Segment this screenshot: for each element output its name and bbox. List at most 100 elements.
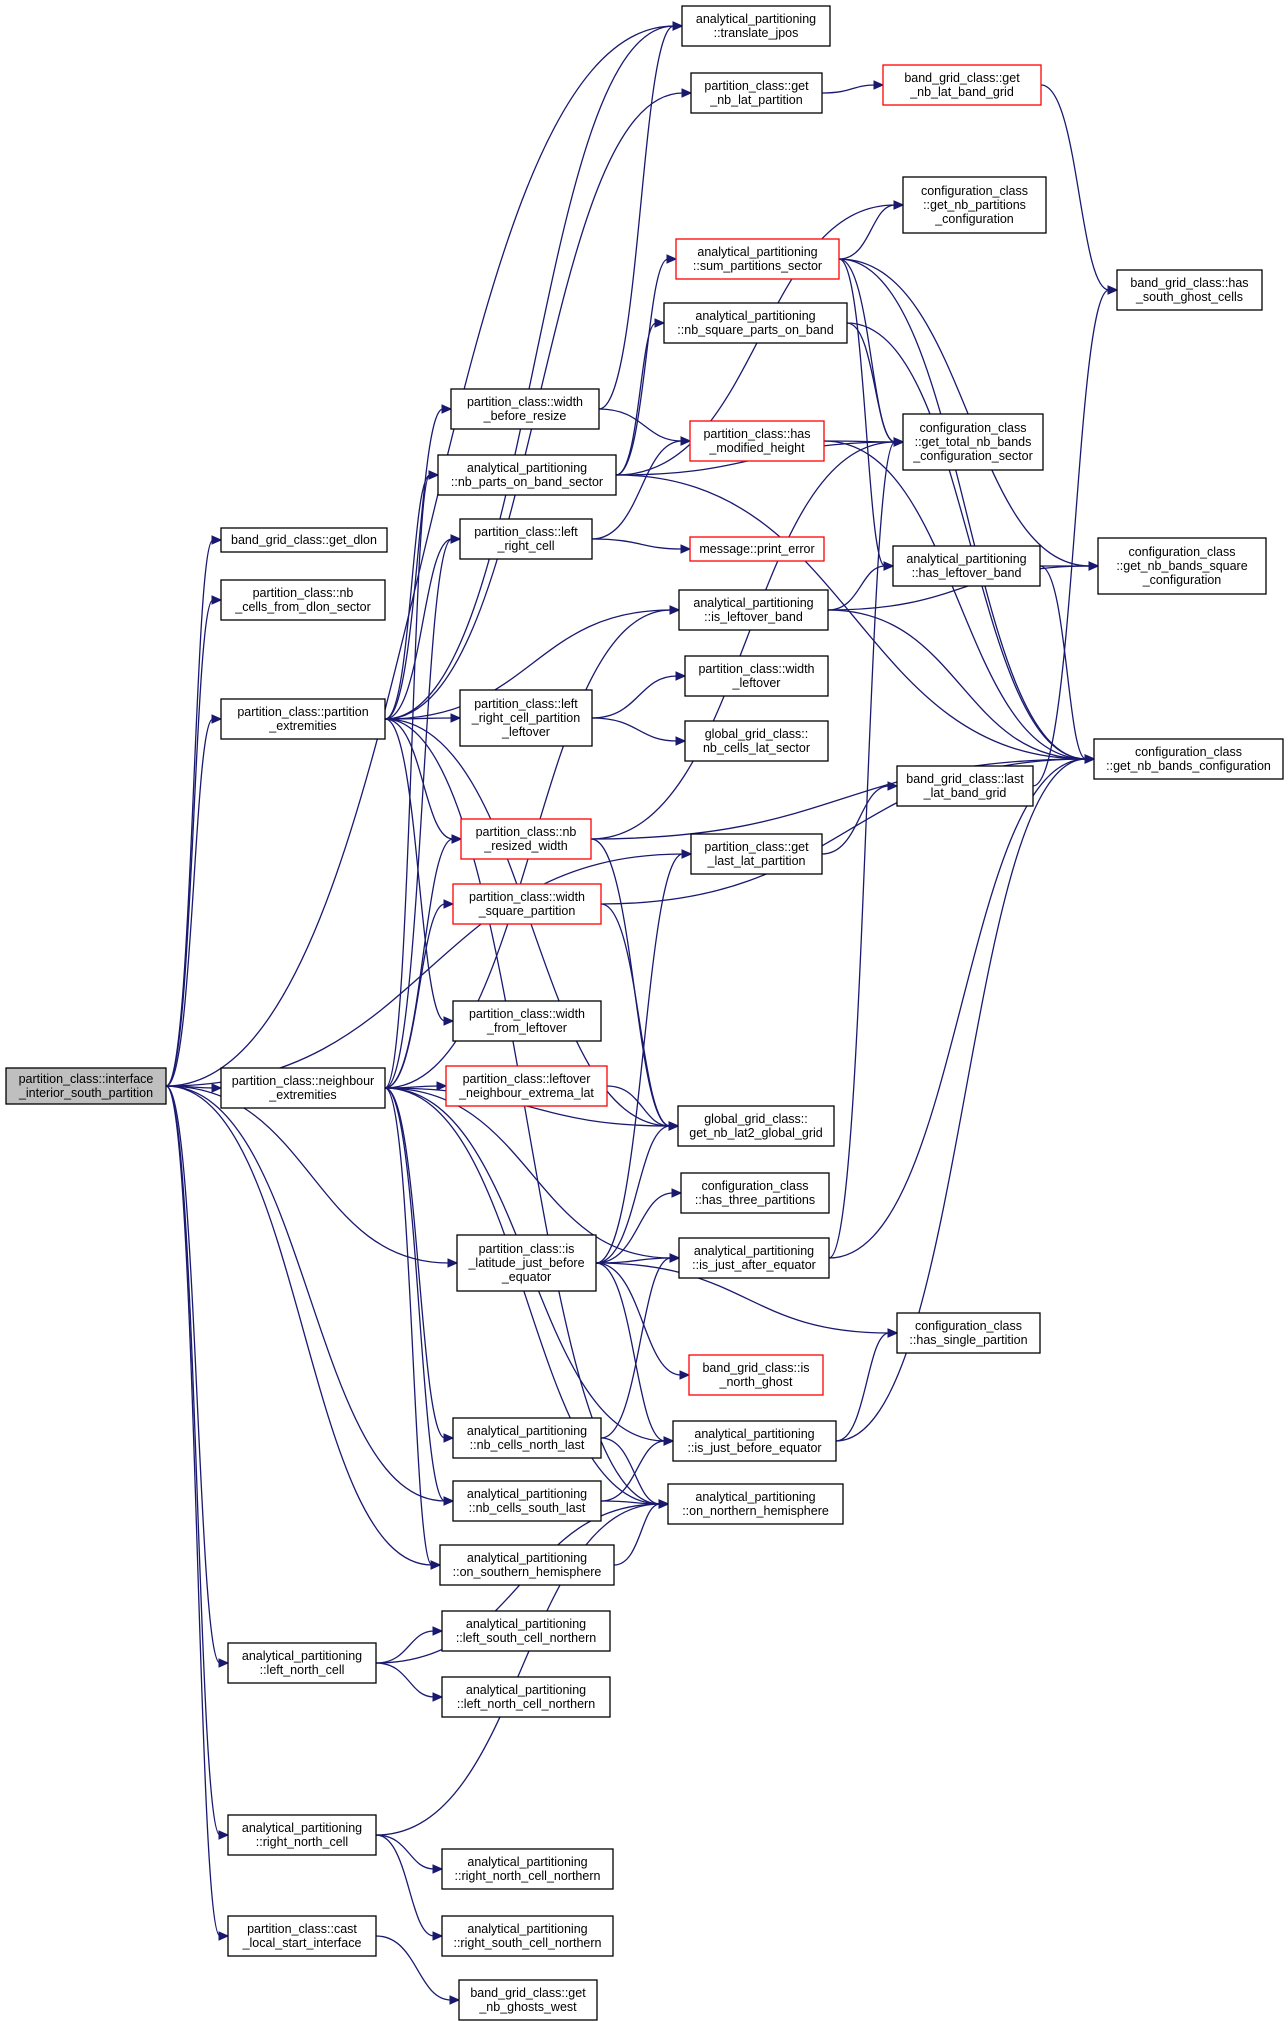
call-edge bbox=[591, 675, 678, 719]
node-left-south-cell-northern[interactable]: analytical_partitioning::left_south_cell… bbox=[441, 1610, 611, 1652]
node-width-leftover[interactable]: partition_class::width_leftover bbox=[684, 655, 829, 697]
node-box bbox=[220, 527, 388, 553]
call-edge bbox=[384, 474, 431, 720]
arrow-head bbox=[658, 1499, 670, 1509]
node-get-last-lat-partition[interactable]: partition_class::get_last_lat_partition bbox=[690, 833, 823, 875]
node-get-dlon[interactable]: band_grid_class::get_dlon bbox=[220, 527, 388, 553]
node-get-nb-bands-configuration[interactable]: configuration_class::get_nb_bands_config… bbox=[1093, 738, 1284, 780]
node-box bbox=[227, 1642, 377, 1684]
node-left-north-cell-northern[interactable]: analytical_partitioning::left_north_cell… bbox=[441, 1676, 611, 1718]
node-label: _leftover bbox=[501, 725, 550, 739]
node-width-square-partition[interactable]: partition_class::width_square_partition bbox=[452, 883, 602, 925]
node-box bbox=[902, 413, 1044, 471]
node-get-nb-ghosts-west[interactable]: band_grid_class::get_nb_ghosts_west bbox=[458, 1979, 598, 2021]
node-last-lat-band-grid[interactable]: band_grid_class::last_lat_band_grid bbox=[896, 765, 1034, 807]
node-get-total-nb-bands[interactable]: configuration_class::get_total_nb_bands_… bbox=[902, 413, 1044, 471]
call-edge bbox=[595, 853, 684, 1264]
arrow-head bbox=[883, 561, 895, 571]
node-nb-cells-from-dlon-sector[interactable]: partition_class::nb_cells_from_dlon_sect… bbox=[220, 579, 386, 621]
node-neighbour-extremities[interactable]: partition_class::neighbour_extremities bbox=[220, 1067, 386, 1109]
node-root[interactable]: partition_class::interface_interior_sout… bbox=[5, 1067, 167, 1105]
node-nb-square-parts-on-band[interactable]: analytical_partitioning::nb_square_parts… bbox=[663, 302, 848, 344]
node-has-leftover-band[interactable]: analytical_partitioning::has_leftover_ba… bbox=[892, 545, 1041, 587]
node-nb-cells-south-last[interactable]: analytical_partitioning::nb_cells_south_… bbox=[452, 1480, 602, 1522]
node-box bbox=[681, 5, 831, 47]
node-is-latitude-just-before-equator[interactable]: partition_class::is_latitude_just_before… bbox=[456, 1234, 597, 1292]
node-right-south-cell-northern[interactable]: analytical_partitioning::right_south_cel… bbox=[441, 1915, 614, 1957]
node-width-before-resize[interactable]: partition_class::width_before_resize bbox=[450, 388, 600, 430]
arrow-head bbox=[672, 21, 684, 31]
call-edge bbox=[606, 1085, 671, 1127]
node-partition-extremities[interactable]: partition_class::partition_extremities bbox=[220, 698, 386, 740]
node-label: global_grid_class:: bbox=[705, 727, 809, 741]
node-get-nb-bands-square[interactable]: configuration_class::get_nb_bands_square… bbox=[1097, 537, 1267, 595]
node-label: partition_class::neighbour bbox=[232, 1074, 374, 1088]
node-left-right-cell[interactable]: partition_class::left_right_cell bbox=[459, 518, 593, 560]
node-nb-cells-lat-sector[interactable]: global_grid_class::nb_cells_lat_sector bbox=[684, 720, 829, 762]
call-edge bbox=[828, 441, 896, 1259]
node-label: analytical_partitioning bbox=[694, 1244, 814, 1258]
call-edge bbox=[821, 785, 890, 855]
node-box bbox=[459, 518, 593, 560]
node-on-southern-hemisphere[interactable]: analytical_partitioning::on_southern_hem… bbox=[439, 1544, 615, 1586]
node-box bbox=[450, 388, 600, 430]
call-edge bbox=[613, 1503, 661, 1566]
call-edge bbox=[384, 408, 444, 720]
node-box bbox=[5, 1067, 167, 1105]
node-label: band_grid_class::is bbox=[702, 1361, 809, 1375]
call-edge bbox=[827, 565, 1091, 611]
node-nb-parts-on-band-sector[interactable]: analytical_partitioning::nb_parts_on_ban… bbox=[437, 454, 617, 496]
node-leftover-neighbour-extrema-lat[interactable]: partition_class::leftover_neighbour_extr… bbox=[445, 1065, 608, 1107]
call-edge bbox=[375, 1834, 435, 1870]
node-label: configuration_class bbox=[1135, 745, 1242, 759]
node-print-error[interactable]: message::print_error bbox=[689, 536, 825, 562]
call-edge bbox=[846, 322, 896, 443]
node-has-modified-height[interactable]: partition_class::has_modified_height bbox=[689, 420, 825, 462]
node-label: analytical_partitioning bbox=[906, 552, 1026, 566]
node-is-north-ghost[interactable]: band_grid_class::is_north_ghost bbox=[688, 1354, 824, 1396]
call-edge bbox=[598, 25, 675, 410]
node-translate-jpos[interactable]: analytical_partitioning::translate_jpos bbox=[681, 5, 831, 47]
node-label: configuration_class bbox=[1128, 545, 1235, 559]
arrow-head bbox=[893, 437, 905, 447]
node-nb-cells-north-last[interactable]: analytical_partitioning::nb_cells_north_… bbox=[452, 1417, 602, 1459]
call-edge bbox=[384, 903, 446, 1089]
node-label: message::print_error bbox=[699, 542, 814, 556]
node-box bbox=[675, 238, 840, 280]
node-label: ::is_just_before_equator bbox=[687, 1441, 821, 1455]
node-is-just-before-equator[interactable]: analytical_partitioning::is_just_before_… bbox=[672, 1420, 837, 1462]
node-is-just-after-equator[interactable]: analytical_partitioning::is_just_after_e… bbox=[678, 1237, 830, 1279]
node-on-northern-hemisphere[interactable]: analytical_partitioning::on_northern_hem… bbox=[667, 1483, 844, 1525]
node-label: ::left_north_cell bbox=[260, 1663, 345, 1677]
node-box bbox=[896, 765, 1034, 807]
node-sum-partitions-sector[interactable]: analytical_partitioning::sum_partitions_… bbox=[675, 238, 840, 280]
node-get-nb-lat-band-grid[interactable]: band_grid_class::get_nb_lat_band_grid bbox=[882, 64, 1042, 106]
node-right-north-cell[interactable]: analytical_partitioning::right_north_cel… bbox=[227, 1814, 377, 1856]
node-left-right-cell-partition-leftover[interactable]: partition_class::left_right_cell_partiti… bbox=[459, 689, 593, 747]
node-right-north-cell-northern[interactable]: analytical_partitioning::right_north_cel… bbox=[441, 1848, 614, 1890]
node-cast-local-start-interface[interactable]: partition_class::cast_local_start_interf… bbox=[227, 1915, 377, 1957]
node-left-north-cell[interactable]: analytical_partitioning::left_north_cell bbox=[227, 1642, 377, 1684]
node-get-nb-lat2-global-grid[interactable]: global_grid_class::get_nb_lat2_global_gr… bbox=[677, 1105, 835, 1147]
call-edge bbox=[375, 1834, 435, 1937]
node-is-leftover-band[interactable]: analytical_partitioning::is_leftover_ban… bbox=[678, 589, 829, 631]
node-has-three-partitions[interactable]: configuration_class::has_three_partition… bbox=[680, 1172, 830, 1214]
node-has-south-ghost-cells[interactable]: band_grid_class::has_south_ghost_cells bbox=[1116, 269, 1263, 311]
node-box bbox=[667, 1483, 844, 1525]
arrow-head bbox=[450, 713, 462, 723]
node-get-nb-partitions-configuration[interactable]: configuration_class::get_nb_partitions_c… bbox=[902, 176, 1047, 234]
node-label: partition_class::get bbox=[704, 840, 809, 854]
node-has-single-partition[interactable]: configuration_class::has_single_partitio… bbox=[896, 1312, 1041, 1354]
arrow-head bbox=[681, 849, 693, 859]
node-label: _interior_south_partition bbox=[18, 1086, 153, 1100]
call-edge bbox=[165, 599, 214, 1087]
node-box bbox=[1097, 537, 1267, 595]
call-edge bbox=[600, 1257, 672, 1439]
arrow-head bbox=[668, 1121, 680, 1131]
node-nb-resized-width[interactable]: partition_class::nb_resized_width bbox=[460, 818, 592, 860]
node-label: ::nb_parts_on_band_sector bbox=[451, 475, 603, 489]
arrow-head bbox=[218, 1931, 230, 1941]
node-get-nb-lat-partition[interactable]: partition_class::get_nb_lat_partition bbox=[690, 72, 823, 114]
node-width-from-leftover[interactable]: partition_class::width_from_leftover bbox=[452, 1000, 602, 1042]
node-label: ::nb_square_parts_on_band bbox=[677, 323, 833, 337]
